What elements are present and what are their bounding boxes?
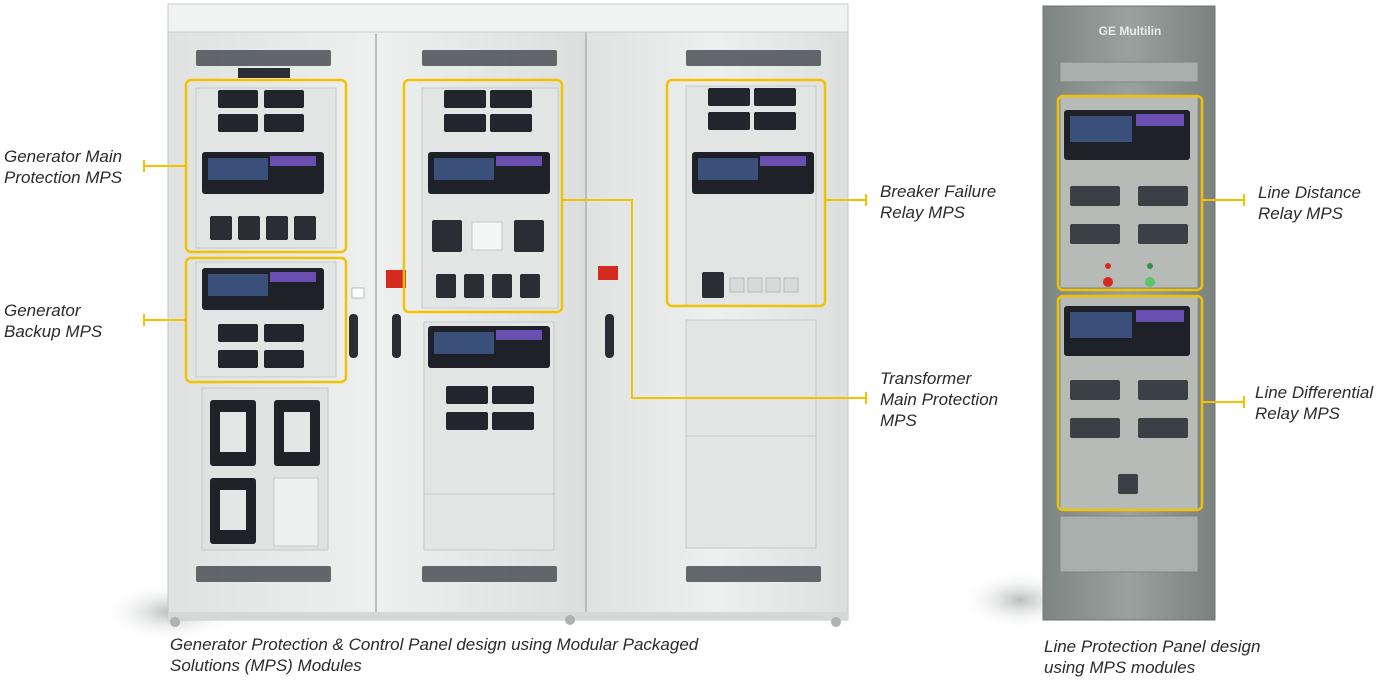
highlight-boxes xyxy=(184,78,1204,512)
label-line-differential: Line Differential Relay MPS xyxy=(1255,383,1374,423)
label-generator-main: Generator Main Protection MPS xyxy=(4,147,123,187)
label-generator-backup: Generator Backup MPS xyxy=(4,301,103,341)
line-protection-panel xyxy=(960,5,1216,630)
generator-cabinet xyxy=(100,3,849,642)
label-transformer-main: Transformer Main Protection MPS xyxy=(880,369,999,430)
leader-lines xyxy=(143,160,1245,408)
brand-plate: GE Multilin xyxy=(1098,24,1162,38)
label-breaker-failure: Breaker Failure Relay MPS xyxy=(880,182,997,222)
label-line-distance: Line Distance Relay MPS xyxy=(1258,183,1362,223)
caption-line-panel: Line Protection Panel design using MPS m… xyxy=(1044,637,1261,677)
caption-generator-panel: Generator Protection & Control Panel des… xyxy=(170,635,699,675)
